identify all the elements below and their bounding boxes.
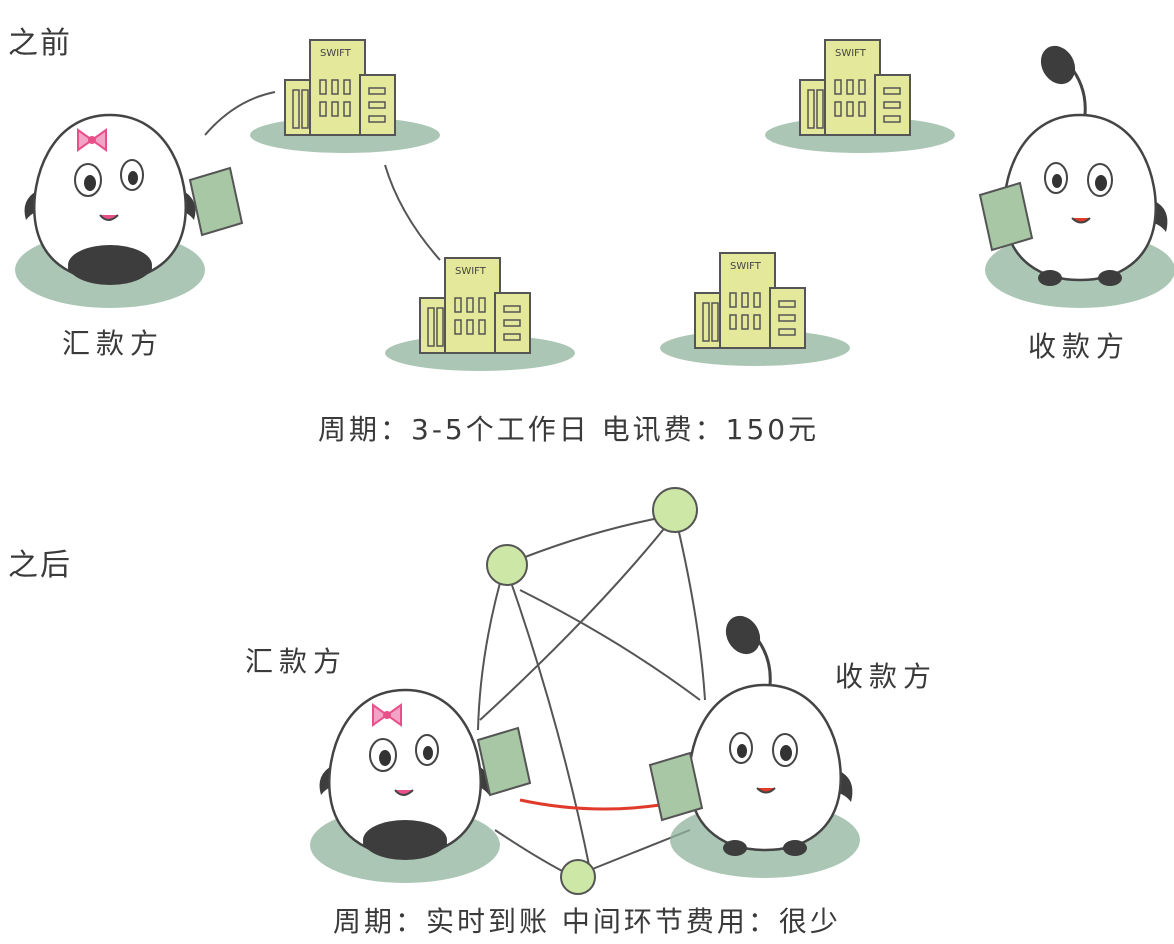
network-nodes bbox=[486, 487, 698, 895]
after-section-label: 之后 bbox=[8, 548, 72, 583]
after-sender-label: 汇款方 bbox=[245, 645, 348, 678]
before-sender-document-icon bbox=[189, 167, 243, 236]
svg-text:SWIFT: SWIFT bbox=[835, 48, 867, 59]
svg-text:SWIFT: SWIFT bbox=[730, 261, 762, 272]
after-receiver-character-icon bbox=[668, 608, 862, 880]
bank-4-swift-bank-building-icon: SWIFT bbox=[764, 39, 956, 154]
before-sender-label: 汇款方 bbox=[62, 327, 165, 360]
after-sender-character-icon bbox=[308, 688, 502, 885]
svg-text:SWIFT: SWIFT bbox=[320, 48, 352, 59]
before-sender-character-icon bbox=[13, 113, 207, 310]
after-receiver-label: 收款方 bbox=[835, 660, 938, 693]
svg-text:SWIFT: SWIFT bbox=[455, 266, 487, 277]
before-receiver-character-icon bbox=[983, 38, 1174, 310]
direct-transfer-link bbox=[519, 798, 661, 811]
network-node-icon bbox=[486, 544, 528, 586]
before-flow-lines bbox=[204, 91, 441, 261]
before-receiver-label: 收款方 bbox=[1028, 330, 1131, 363]
after-caption: 周期：实时到账 中间环节费用：很少 bbox=[333, 905, 841, 938]
bank-2-swift-bank-building-icon: SWIFT bbox=[384, 257, 576, 372]
network-node-icon bbox=[652, 487, 698, 533]
bank-1-swift-bank-building-icon: SWIFT bbox=[249, 39, 441, 154]
before-section-label: 之前 bbox=[8, 26, 72, 61]
before-caption: 周期：3-5个工作日 电讯费：150元 bbox=[318, 413, 820, 446]
bank-3-swift-bank-building-icon: SWIFT bbox=[659, 252, 851, 367]
network-node-icon bbox=[560, 859, 596, 895]
